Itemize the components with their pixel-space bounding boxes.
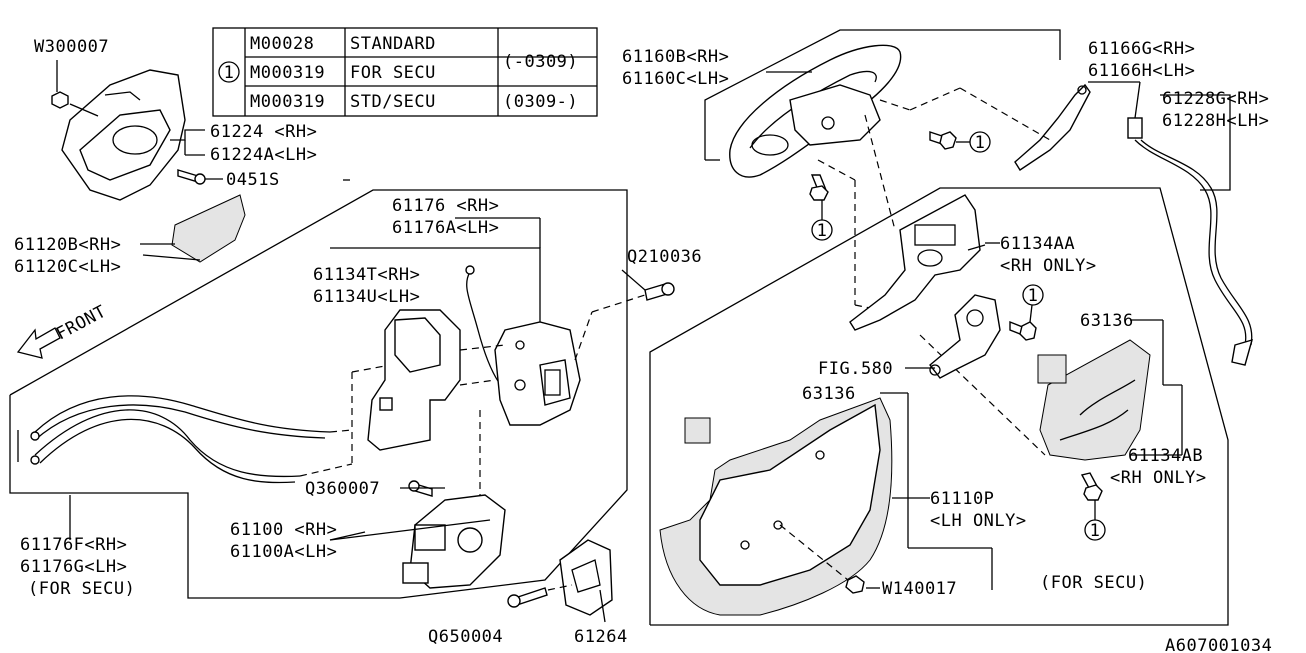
label-61228-lh: 61228H<LH> [1162, 111, 1269, 131]
front-arrow [16, 327, 61, 359]
bolt-markers: 1 1 1 1 [809, 131, 1106, 541]
outer-handle-group-outline [704, 29, 1231, 191]
label-61120-rh: 61120B<RH> [14, 235, 121, 255]
label-63136-a: 63136 [1080, 311, 1134, 331]
clip-w140017 [845, 575, 865, 594]
handle-cover [142, 194, 246, 263]
label-q210036: Q210036 [627, 247, 702, 267]
inner-handle-assembly [51, 60, 223, 201]
legend-desc-3: STD/SECU [350, 92, 436, 112]
rod-61166 [1014, 83, 1091, 171]
marker-1a: 1 [975, 133, 986, 153]
bracket-61134aa [849, 194, 986, 331]
lock-actuator [402, 480, 506, 589]
label-q360007: Q360007 [305, 479, 380, 499]
label-61110p: 61110P [930, 489, 994, 509]
label-61224-rh: 61224 <RH> [210, 122, 317, 142]
secu-group-outline [649, 187, 1229, 626]
sealing-film-rh [1037, 339, 1151, 461]
label-61264: 61264 [574, 627, 628, 647]
door-striker [507, 539, 613, 623]
legend-period-1: (-0309) [503, 52, 578, 72]
legend-desc-1: STANDARD [350, 34, 436, 54]
lock-rod-actuator [929, 294, 1001, 379]
marker-1c: 1 [1028, 286, 1039, 306]
label-61176f-rh: 61176F<RH> [20, 535, 127, 555]
label-61176g-lh: 61176G<LH> [20, 557, 127, 577]
label-61160-lh: 61160C<LH> [622, 69, 729, 89]
label-61100-lh: 61100A<LH> [230, 542, 337, 562]
label-61120-lh: 61120C<LH> [14, 257, 121, 277]
label-61100-rh: 61100 <RH> [230, 520, 337, 540]
label-rh-only-2: <RH ONLY> [1110, 468, 1207, 488]
legend-desc-2: FOR SECU [350, 63, 436, 83]
door-latch [459, 294, 646, 495]
leader-lines [69, 71, 1183, 590]
label-w140017: W140017 [882, 579, 957, 599]
legend-marker: 1 [224, 63, 235, 83]
label-w300007: W300007 [34, 37, 109, 57]
label-fig580: FIG.580 [818, 359, 893, 379]
marker-1b: 1 [817, 221, 828, 241]
legend-code-2: M000319 [250, 63, 325, 83]
legend-marker-circle [218, 61, 240, 83]
marker-1d: 1 [1090, 521, 1101, 541]
label-61134u-lh: 61134U<LH> [313, 287, 420, 307]
label-61166-lh: 61166H<LH> [1088, 61, 1195, 81]
cable-61228 [1127, 117, 1254, 366]
label-0451s: 0451S [226, 170, 280, 190]
label-61176-lh: 61176A<LH> [392, 218, 499, 238]
latch-group-outline [9, 189, 628, 599]
label-61228-rh: 61228G<RH> [1162, 89, 1269, 109]
legend-period-3: (0309-) [503, 92, 578, 112]
diagram-id: A607001034 [1165, 636, 1272, 653]
label-for-secu-left: (FOR SECU) [28, 579, 135, 599]
label-63136-b: 63136 [802, 384, 856, 404]
label-61134t-rh: 61134T<RH> [313, 265, 420, 285]
cables [17, 265, 506, 484]
label-rh-only-1: <RH ONLY> [1000, 256, 1097, 276]
part-labels: W300007 61224 <RH> 61224A<LH> 0451S 6112… [14, 37, 1272, 653]
label-for-secu-right: (FOR SECU) [1040, 573, 1147, 593]
legend-code-1: M00028 [250, 34, 314, 54]
label-61134aa: 61134AA [1000, 234, 1075, 254]
label-61176-rh: 61176 <RH> [392, 196, 499, 216]
latch-bracket [351, 309, 461, 464]
legend-code-3: M000319 [250, 92, 325, 112]
legend-table: 1 M00028 STANDARD (-0309) M000319 FOR SE… [212, 27, 598, 117]
label-61224-lh: 61224A<LH> [210, 145, 317, 165]
label-61160-rh: 61160B<RH> [622, 47, 729, 67]
label-lh-only: <LH ONLY> [930, 511, 1027, 531]
label-61166-rh: 61166G<RH> [1088, 39, 1195, 59]
nut-w300007 [51, 91, 69, 109]
outer-door-handle [729, 44, 902, 178]
label-q650004: Q650004 [428, 627, 503, 647]
label-61134ab: 61134AB [1128, 446, 1203, 466]
bolt-q210036 [644, 282, 675, 301]
leader-dashes-right [817, 87, 1051, 456]
label-front: FRONT [53, 302, 110, 345]
door-trim-61110p [659, 397, 893, 616]
